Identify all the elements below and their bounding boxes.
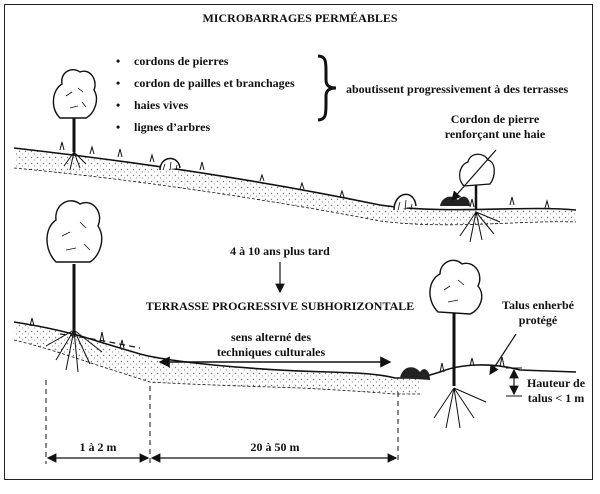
- height-label-line: Hauteur de: [526, 376, 586, 390]
- height-label: Hauteur de talus < 1 m: [522, 376, 590, 406]
- tree-icon: [52, 68, 98, 171]
- cordon-label-line: renforçant une haie: [444, 127, 546, 141]
- stone-barrier-icon: [393, 193, 417, 211]
- techniques-label-line: techniques culturales: [216, 345, 326, 359]
- talus-label-line: protégé: [518, 313, 558, 327]
- list-item: haies vives: [116, 94, 295, 116]
- list-item: cordon de pailles et branchages: [116, 72, 295, 94]
- upper-slope: [13, 141, 577, 226]
- talus-label-line: Talus enherbé: [502, 298, 574, 312]
- techniques-label-line: sens alterné des: [231, 330, 311, 344]
- stone-cordon-icon: [400, 367, 430, 380]
- diagram-title: MICROBARRAGES PERMÉABLES: [202, 11, 398, 25]
- dimension-right-label: 20 à 50 m: [250, 440, 300, 454]
- cordon-pointer: [451, 149, 497, 201]
- techniques-label: sens alterné des techniques culturales: [196, 330, 346, 360]
- list-item: cordons de pierres: [116, 50, 295, 72]
- dimension-left-label: 1 à 2 m: [79, 440, 117, 454]
- tree-icon: [45, 200, 103, 373]
- height-dimension: [506, 367, 522, 397]
- height-label-line: talus < 1 m: [527, 391, 585, 405]
- talus-pointer: [489, 333, 517, 376]
- brace: [317, 54, 337, 122]
- figure-frame: [4, 4, 593, 480]
- width-dimensions: [45, 380, 399, 464]
- hedge-with-stone-cordon-icon: [440, 153, 501, 243]
- tree-icon: [429, 259, 487, 429]
- cordon-label-line: Cordon de pierre: [450, 112, 540, 126]
- terrace-title: TERRASSE PROGRESSIVE SUBHORIZONTALE: [145, 299, 415, 313]
- time-label: 4 à 10 ans plus tard: [230, 244, 330, 258]
- cordon-label: Cordon de pierre renforçant une haie: [420, 112, 570, 142]
- straw-barrier-icon: [159, 157, 181, 171]
- talus-label: Talus enherbé protégé: [490, 298, 586, 328]
- brace-result-label: aboutissent progressivement à des terras…: [346, 82, 569, 96]
- list-item: lignes d’arbres: [116, 116, 295, 138]
- barrier-types-list: cordons de pierres cordon de pailles et …: [116, 50, 295, 138]
